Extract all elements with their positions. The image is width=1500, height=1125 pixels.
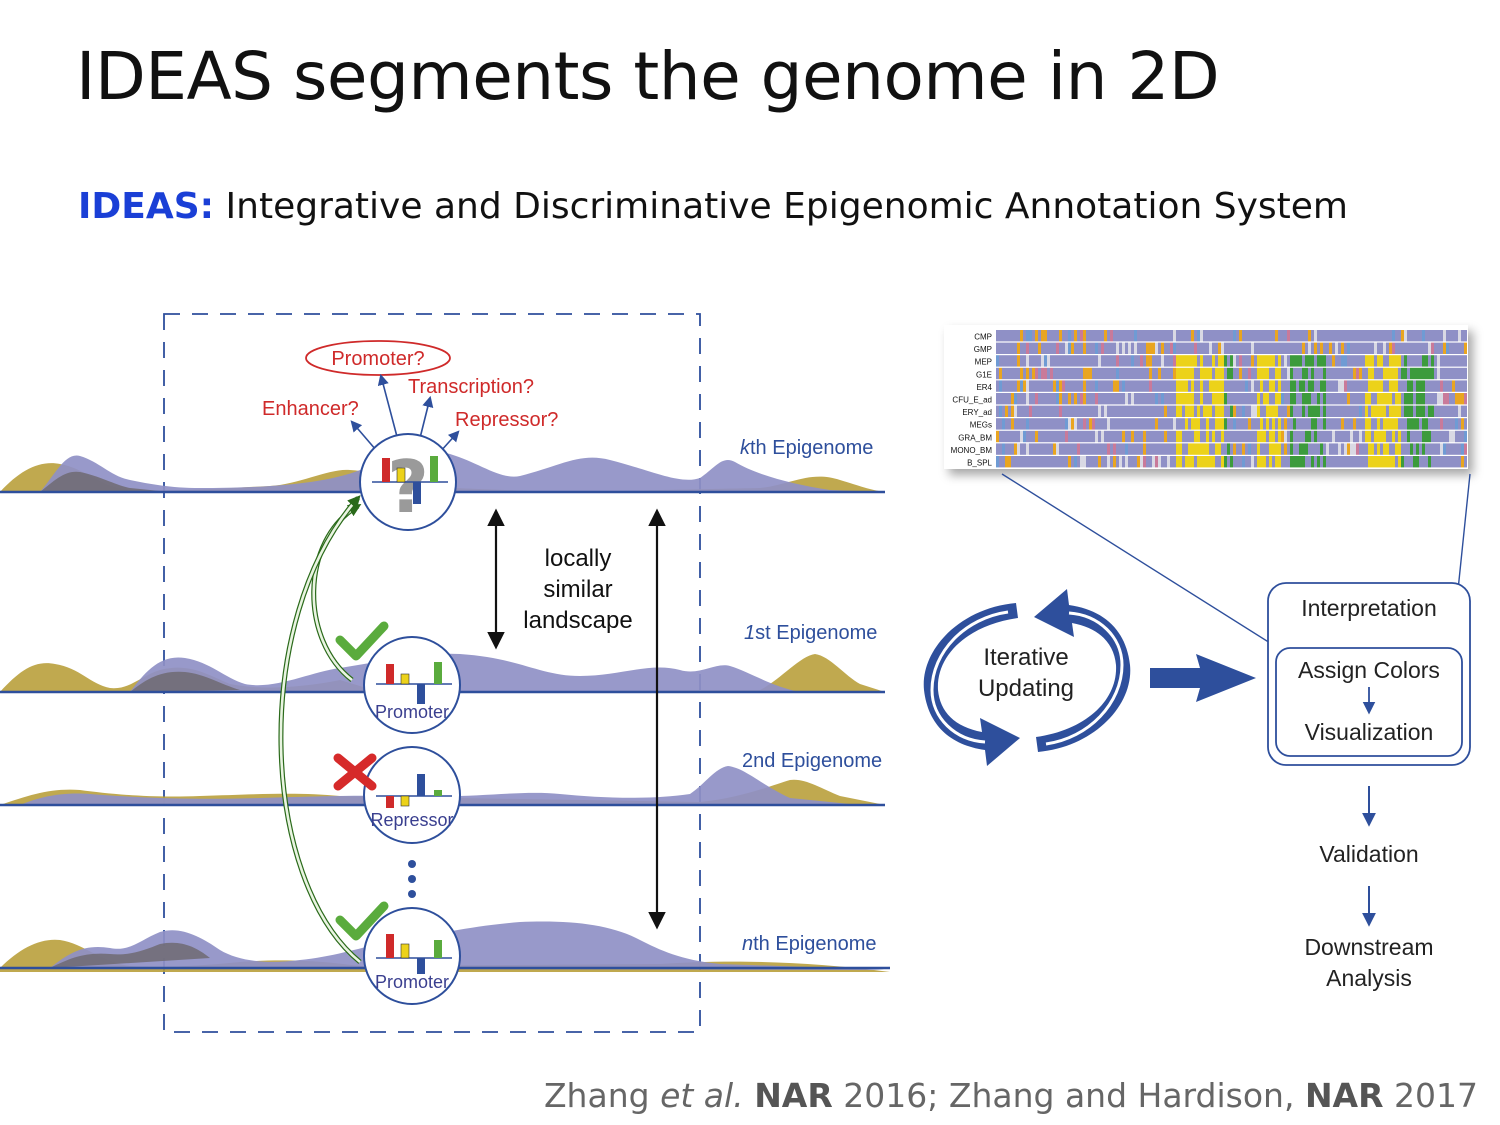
nth-state-label: Promoter	[375, 972, 449, 992]
promoter-question-label: Promoter?	[331, 348, 424, 370]
iterative-updating-line1: Iterative	[983, 644, 1068, 671]
ellipsis-dots-icon	[408, 860, 416, 898]
flow-arrow-icon	[1150, 654, 1256, 702]
second-epigenome-label: 2nd Epigenome	[742, 750, 882, 772]
validation-label: Validation	[1319, 841, 1418, 867]
heatmap-row-label: MONO_BM	[951, 446, 993, 455]
subtitle-acronym: IDEAS:	[78, 186, 215, 227]
first-epigenome-label: 1st Epigenome	[744, 622, 877, 644]
similar-landscape-line3: landscape	[523, 607, 632, 634]
heatmap-row-label: MEGs	[970, 421, 992, 430]
repressor-question-label: Repressor?	[455, 409, 558, 431]
nth-state-circle: Promoter	[363, 907, 461, 1005]
heatmap-row-label: CFU_E_ad	[952, 396, 992, 405]
iterative-updating-line2: Updating	[978, 675, 1074, 702]
citation: Zhang et al. NAR 2016; Zhang and Hardiso…	[543, 1076, 1478, 1115]
iterative-cycle-arrows	[923, 589, 1131, 766]
heatmap-row-label: B_SPL	[967, 459, 992, 468]
cross-icon	[333, 753, 377, 791]
check-icon	[335, 901, 389, 941]
transcription-question-label: Transcription?	[408, 376, 534, 398]
downstream-label-line1: Downstream	[1304, 934, 1433, 960]
interpretation-label: Interpretation	[1301, 595, 1437, 621]
second-state-label: Repressor	[370, 810, 453, 830]
question-mark-icon: ?	[387, 445, 429, 529]
heatmap-row-label: MEP	[975, 358, 992, 367]
similar-landscape-line2: similar	[543, 576, 612, 603]
second-state-circle: Repressor	[363, 746, 461, 844]
heatmap-row-label: ERY_ad	[962, 408, 992, 417]
first-state-circle: Promoter	[363, 636, 461, 734]
unknown-state-circle: ?	[359, 433, 457, 531]
first-state-label: Promoter	[375, 702, 449, 722]
heatmap-row-label: ER4	[976, 383, 992, 392]
heatmap-row-label: GMP	[974, 345, 992, 354]
similar-landscape-line1: locally	[545, 545, 612, 572]
subtitle: IDEAS: Integrative and Discriminative Ep…	[78, 186, 1348, 227]
subtitle-text: Integrative and Discriminative Epigenomi…	[225, 186, 1349, 227]
heatmap-row-label: CMP	[974, 333, 992, 342]
assign-colors-label: Assign Colors	[1298, 657, 1440, 683]
downstream-label-line2: Analysis	[1326, 965, 1412, 991]
heatmap-row-label: G1E	[976, 370, 992, 379]
nth-epigenome-label: nth Epigenome	[742, 933, 877, 955]
dashed-window-frame	[163, 313, 701, 1033]
heatmap-row-label: GRA_BM	[958, 433, 992, 442]
visualization-label: Visualization	[1305, 719, 1434, 745]
check-icon	[335, 621, 389, 661]
propagation-arrows	[278, 495, 362, 964]
enhancer-question-label: Enhancer?	[262, 398, 359, 420]
kth-epigenome-label: kth Epigenome	[740, 437, 873, 459]
slide-title: IDEAS segments the genome in 2D	[76, 38, 1220, 115]
heatmap-connector-left	[1001, 473, 1279, 649]
